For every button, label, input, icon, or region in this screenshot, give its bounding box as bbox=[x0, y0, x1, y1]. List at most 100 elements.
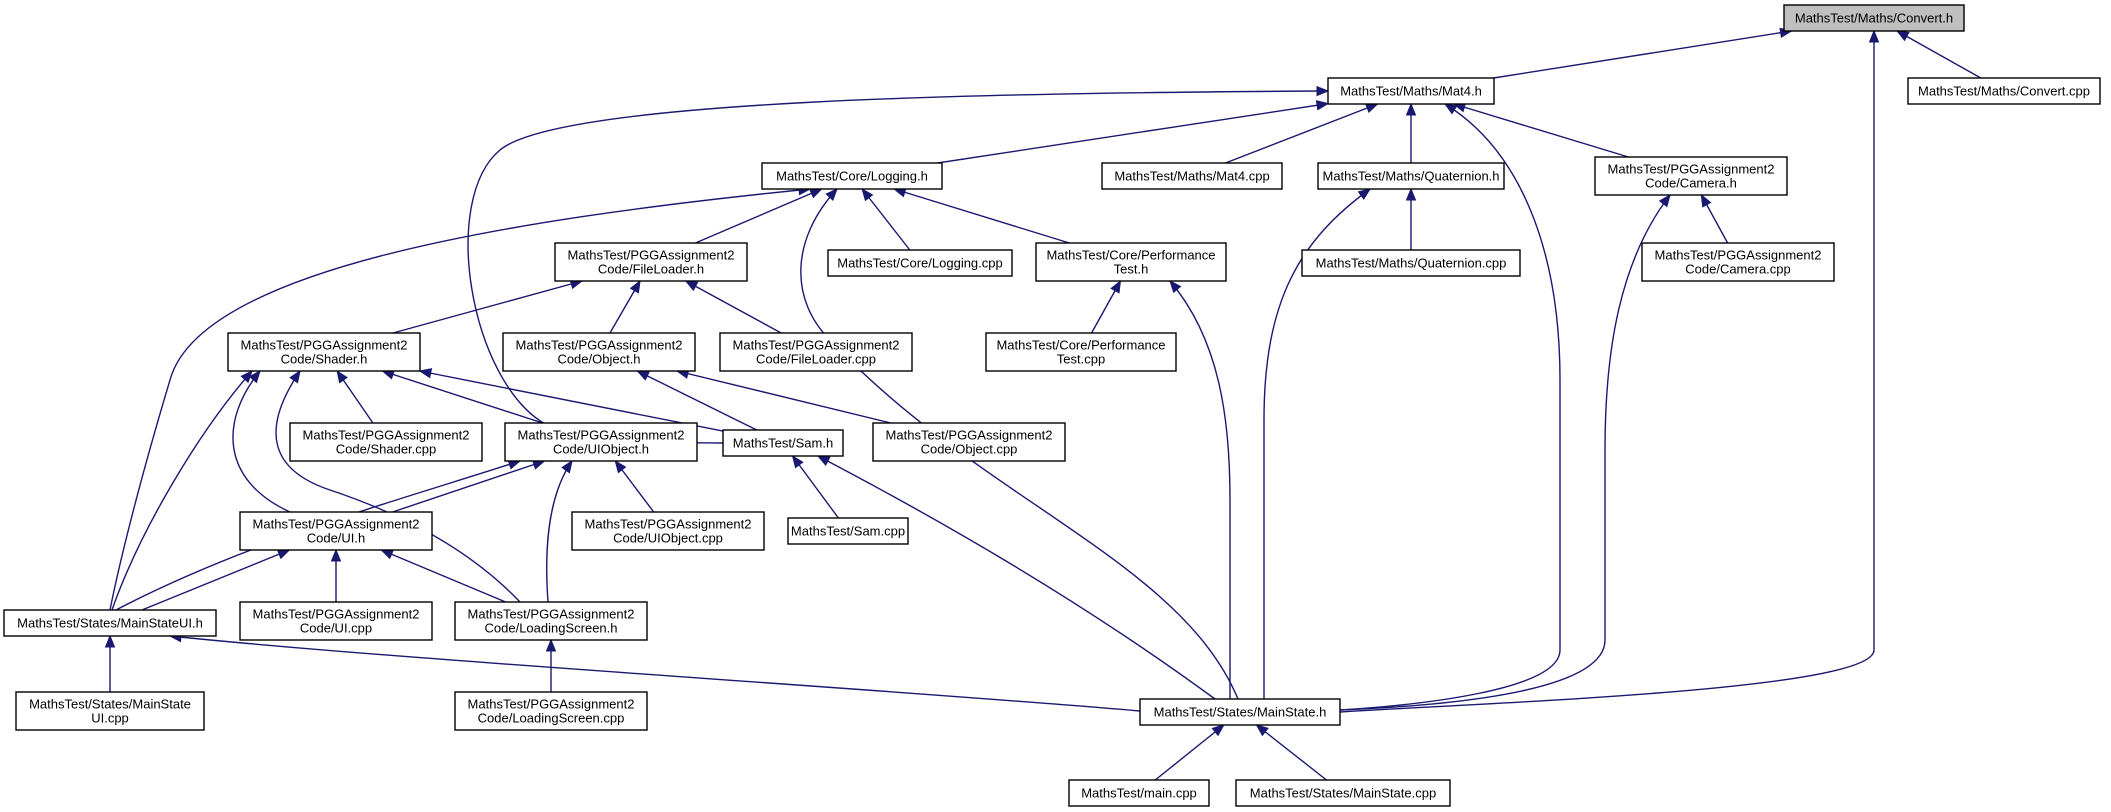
node-box[interactable] bbox=[872, 422, 1066, 462]
node-label: MathsTest/PGGAssignment2 bbox=[253, 517, 420, 532]
node-quaternion-cpp[interactable]: MathsTest/Maths/Quaternion.cpp bbox=[1301, 249, 1521, 277]
node-mat4-cpp[interactable]: MathsTest/Maths/Mat4.cpp bbox=[1101, 162, 1283, 190]
edge-mainstate_h-to-camera_h bbox=[1339, 193, 1671, 711]
node-sam-cpp[interactable]: MathsTest/Sam.cpp bbox=[787, 517, 909, 545]
node-box[interactable] bbox=[454, 691, 648, 731]
node-label: MathsTest/PGGAssignment2 bbox=[886, 428, 1053, 443]
node-box[interactable] bbox=[502, 332, 696, 372]
node-label: Code/UIObject.h bbox=[553, 442, 649, 457]
node-fileloader-h[interactable]: MathsTest/PGGAssignment2Code/FileLoader.… bbox=[554, 242, 748, 282]
edge-mainstateui_h-to-ui_h bbox=[141, 549, 291, 611]
node-logging-cpp[interactable]: MathsTest/Core/Logging.cpp bbox=[827, 249, 1013, 277]
node-mainstate-cpp[interactable]: MathsTest/States/MainState.cpp bbox=[1235, 779, 1451, 807]
node-box[interactable] bbox=[289, 422, 483, 462]
node-box[interactable] bbox=[787, 517, 909, 545]
edge-logging_h-to-mat4_h bbox=[937, 100, 1330, 164]
node-box[interactable] bbox=[1068, 779, 1210, 807]
node-label: Code/UI.cpp bbox=[300, 621, 372, 636]
node-logging-h[interactable]: MathsTest/Core/Logging.h bbox=[761, 162, 943, 190]
node-fileloader-cpp[interactable]: MathsTest/PGGAssignment2Code/FileLoader.… bbox=[719, 332, 913, 372]
node-box[interactable] bbox=[1327, 77, 1495, 105]
node-main-cpp[interactable]: MathsTest/main.cpp bbox=[1068, 779, 1210, 807]
node-uiobject-cpp[interactable]: MathsTest/PGGAssignment2Code/UIObject.cp… bbox=[571, 511, 765, 551]
edge-mainstate_h-to-mainstateui_h bbox=[168, 631, 1141, 712]
edge-camera_cpp-to-camera_h bbox=[1700, 193, 1729, 244]
node-box[interactable] bbox=[1594, 156, 1788, 196]
node-box[interactable] bbox=[504, 422, 698, 462]
node-box[interactable] bbox=[1301, 249, 1521, 277]
node-box[interactable] bbox=[722, 429, 844, 457]
node-loadingscreen-h[interactable]: MathsTest/PGGAssignment2Code/LoadingScre… bbox=[454, 601, 648, 641]
node-box[interactable] bbox=[1317, 162, 1505, 190]
node-box[interactable] bbox=[554, 242, 748, 282]
node-convert-h[interactable]: MathsTest/Maths/Convert.h bbox=[1783, 4, 1965, 32]
node-label: MathsTest/Sam.cpp bbox=[791, 524, 905, 539]
edge-quaternion_cpp-to-quaternion_h bbox=[1405, 187, 1417, 250]
node-box[interactable] bbox=[3, 609, 217, 637]
node-box[interactable] bbox=[1139, 698, 1341, 726]
node-box[interactable] bbox=[454, 601, 648, 641]
node-box[interactable] bbox=[1907, 77, 2101, 105]
node-box[interactable] bbox=[985, 332, 1177, 372]
node-box[interactable] bbox=[15, 691, 205, 731]
edge-mainstate_h-to-convert_h bbox=[1339, 29, 1880, 713]
node-label: MathsTest/PGGAssignment2 bbox=[303, 428, 470, 443]
node-box[interactable] bbox=[1783, 4, 1965, 32]
edge-camera_h-to-mat4_h bbox=[1452, 102, 1629, 158]
edge-mainstateui_cpp-to-mainstateui_h bbox=[104, 634, 116, 692]
node-quaternion-h[interactable]: MathsTest/Maths/Quaternion.h bbox=[1317, 162, 1505, 190]
edge-mat4_h-to-convert_h bbox=[1493, 27, 1793, 79]
node-box[interactable] bbox=[827, 249, 1013, 277]
edge-convert_cpp-to-convert_h bbox=[1895, 30, 1982, 79]
node-label: MathsTest/Core/Performance bbox=[1046, 248, 1215, 263]
node-convert-cpp[interactable]: MathsTest/Maths/Convert.cpp bbox=[1907, 77, 2101, 105]
node-box[interactable] bbox=[761, 162, 943, 190]
node-box[interactable] bbox=[239, 511, 433, 551]
edge-ui_cpp-to-ui_h bbox=[330, 548, 342, 602]
edge-mainstate_h-to-quaternion_h bbox=[1263, 188, 1372, 699]
edge-loadingscreen_h-to-uiobject_h bbox=[545, 459, 573, 603]
node-label: Code/Camera.h bbox=[1645, 176, 1737, 191]
node-label: Code/Shader.h bbox=[281, 352, 368, 367]
node-box[interactable] bbox=[571, 511, 765, 551]
node-box[interactable] bbox=[227, 332, 421, 372]
node-mainstateui-cpp[interactable]: MathsTest/States/MainStateUI.cpp bbox=[15, 691, 205, 731]
node-label: Code/UIObject.cpp bbox=[613, 531, 723, 546]
node-label: Code/LoadingScreen.cpp bbox=[478, 711, 625, 726]
node-sam-h[interactable]: MathsTest/Sam.h bbox=[722, 429, 844, 457]
nodes-layer: MathsTest/Maths/Convert.hMathsTest/Maths… bbox=[3, 4, 2101, 807]
node-box[interactable] bbox=[719, 332, 913, 372]
node-label: MathsTest/States/MainState bbox=[29, 697, 191, 712]
edges-layer bbox=[104, 27, 1982, 781]
node-box[interactable] bbox=[1035, 242, 1227, 282]
node-box[interactable] bbox=[239, 601, 433, 641]
node-box[interactable] bbox=[1235, 779, 1451, 807]
node-label: MathsTest/main.cpp bbox=[1081, 786, 1197, 801]
node-mainstate-h[interactable]: MathsTest/States/MainState.h bbox=[1139, 698, 1341, 726]
node-mainstateui-h[interactable]: MathsTest/States/MainStateUI.h bbox=[3, 609, 217, 637]
node-loadingscreen-cpp[interactable]: MathsTest/PGGAssignment2Code/LoadingScre… bbox=[454, 691, 648, 731]
node-label: MathsTest/PGGAssignment2 bbox=[1655, 248, 1822, 263]
node-label: MathsTest/Sam.h bbox=[733, 436, 833, 451]
node-box[interactable] bbox=[1101, 162, 1283, 190]
edge-fileloader_cpp-to-fileloader_h bbox=[684, 280, 782, 334]
node-label: MathsTest/Maths/Quaternion.cpp bbox=[1316, 256, 1507, 271]
node-box[interactable] bbox=[1641, 242, 1835, 282]
node-label: MathsTest/PGGAssignment2 bbox=[241, 338, 408, 353]
node-mat4-h[interactable]: MathsTest/Maths/Mat4.h bbox=[1327, 77, 1495, 105]
node-label: MathsTest/PGGAssignment2 bbox=[516, 338, 683, 353]
edge-main_cpp-to-mainstate_h bbox=[1154, 724, 1225, 781]
edge-loadingscreen_cpp-to-loadingscreen_h bbox=[545, 638, 557, 692]
node-label: Code/FileLoader.cpp bbox=[756, 352, 876, 367]
